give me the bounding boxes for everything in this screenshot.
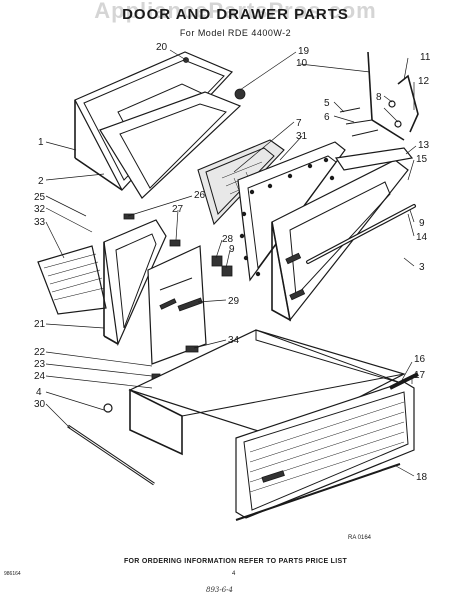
storage-drawer xyxy=(128,329,406,456)
callout-4: 4 xyxy=(36,387,42,398)
side-panel xyxy=(147,245,207,365)
hinge-assembly xyxy=(339,51,419,141)
page-title: DOOR AND DRAWER PARTS xyxy=(122,6,349,23)
callout-19: 19 xyxy=(298,46,310,57)
callout-31: 31 xyxy=(296,131,308,142)
callout-6: 6 xyxy=(324,112,330,123)
callout-5: 5 xyxy=(324,98,330,109)
callout-29: 29 xyxy=(228,296,240,307)
callout-34: 34 xyxy=(228,335,240,346)
door-top-trim xyxy=(334,147,414,171)
callout-13: 13 xyxy=(418,140,430,151)
model-subtitle: For Model RDE 4400W-2 xyxy=(179,28,292,38)
diagram-code: RA 0164 xyxy=(348,535,372,541)
ordering-note: FOR ORDERING INFORMATION REFER TO PARTS … xyxy=(123,558,348,565)
callout-2: 2 xyxy=(38,176,44,187)
outer-door-panel xyxy=(271,159,409,322)
callout-labels: 1 2 3 4 5 6 7 8 9 9 10 11 12 13 14 15 16… xyxy=(34,42,431,483)
callout-10: 10 xyxy=(296,58,308,69)
callout-26: 26 xyxy=(194,190,206,201)
callout-11: 11 xyxy=(420,52,431,63)
callout-16: 16 xyxy=(414,354,426,365)
callout-18: 18 xyxy=(416,472,428,483)
callout-27: 27 xyxy=(172,204,184,215)
page-number: 4 xyxy=(232,571,236,577)
callout-12: 12 xyxy=(418,76,430,87)
leader-lines xyxy=(45,49,417,477)
callout-3: 3 xyxy=(419,262,425,273)
callout-21: 21 xyxy=(34,319,46,330)
callout-25: 25 xyxy=(34,192,46,203)
callout-33: 33 xyxy=(34,217,46,228)
callout-15: 15 xyxy=(416,154,428,165)
callout-28: 28 xyxy=(222,234,234,245)
watermark: AppliancePartsPros.com xyxy=(94,0,377,23)
drawer-slide-rail xyxy=(67,372,419,521)
door-handle xyxy=(306,204,416,264)
callout-23: 23 xyxy=(34,359,46,370)
callout-30: 30 xyxy=(34,399,46,410)
callout-1: 1 xyxy=(38,137,44,148)
callout-9b: 9 xyxy=(419,218,425,229)
callout-22: 22 xyxy=(34,347,46,358)
callout-9a: 9 xyxy=(229,244,235,255)
callout-32: 32 xyxy=(34,204,46,215)
broiler-pan xyxy=(37,245,107,315)
callout-8: 8 xyxy=(376,92,382,103)
callout-24: 24 xyxy=(34,371,46,382)
drawer-door-frame xyxy=(103,219,167,347)
callout-7: 7 xyxy=(296,118,302,129)
document-code: 986164 xyxy=(4,571,21,577)
inner-door-liner xyxy=(237,141,346,282)
callout-17: 17 xyxy=(414,370,426,381)
handwritten-note: 893-6-4 xyxy=(206,586,233,594)
callout-20: 20 xyxy=(156,42,168,53)
window-frame xyxy=(99,91,242,199)
callout-14: 14 xyxy=(416,232,428,243)
